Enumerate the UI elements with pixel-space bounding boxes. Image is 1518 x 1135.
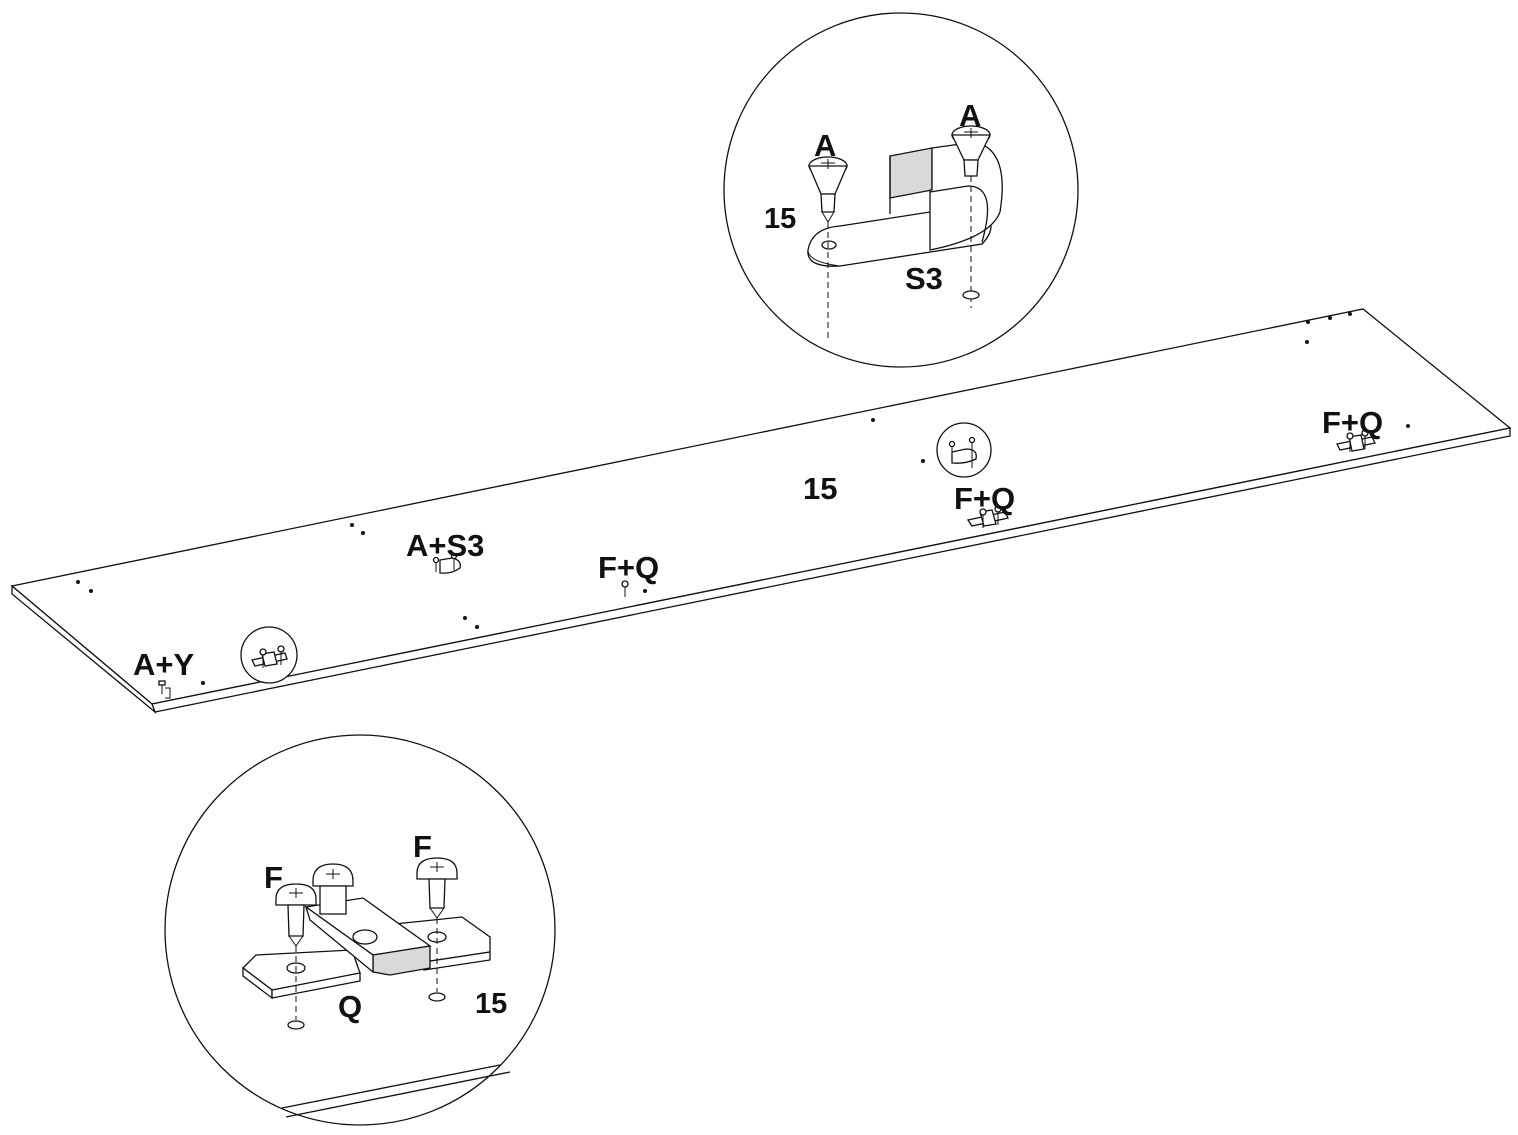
callout-circle-s3 bbox=[936, 422, 992, 478]
fitting-a-y bbox=[158, 680, 171, 699]
detail-s3-label-a-right: A bbox=[959, 98, 981, 133]
screw-f-right bbox=[416, 857, 458, 1002]
label-f-q-right: F+Q bbox=[1322, 405, 1383, 440]
screw-f-left bbox=[275, 883, 317, 1030]
detail-q-label-f-right: F bbox=[413, 829, 432, 864]
fitting-f-q-left bbox=[621, 580, 629, 597]
label-panel-thickness: 15 bbox=[803, 471, 837, 506]
panel-holes bbox=[76, 312, 1410, 685]
label-f-q-left: F+Q bbox=[598, 550, 659, 585]
detail-s3-label-thickness: 15 bbox=[764, 203, 796, 235]
fitting-f-q-middle bbox=[966, 505, 1009, 528]
label-a-y: A+Y bbox=[133, 647, 194, 682]
detail-s3-label-part: S3 bbox=[905, 261, 943, 296]
screw-a-left bbox=[808, 156, 848, 338]
detail-q-label-part: Q bbox=[338, 989, 362, 1024]
detail-q-label-thickness: 15 bbox=[475, 988, 507, 1020]
cam-cap bbox=[312, 863, 354, 915]
detail-s3-label-a-left: A bbox=[814, 128, 836, 163]
detail-circle-s3: A A 15 S3 bbox=[723, 12, 1079, 368]
detail-q-label-f-left: F bbox=[264, 860, 283, 895]
fitting-f-q-right bbox=[1336, 429, 1376, 452]
callout-circle-q bbox=[240, 626, 298, 684]
screw-a-right bbox=[950, 125, 992, 308]
label-a-s3: A+S3 bbox=[406, 528, 484, 563]
fitting-a-s3 bbox=[432, 552, 461, 574]
label-f-q-middle: F+Q bbox=[954, 481, 1015, 516]
detail-circle-q: F F Q 15 bbox=[164, 734, 556, 1126]
panel-board: A+Y A+S3 F+Q 15 F+Q F+Q bbox=[10, 308, 1512, 715]
bracket-s3 bbox=[807, 141, 1003, 267]
